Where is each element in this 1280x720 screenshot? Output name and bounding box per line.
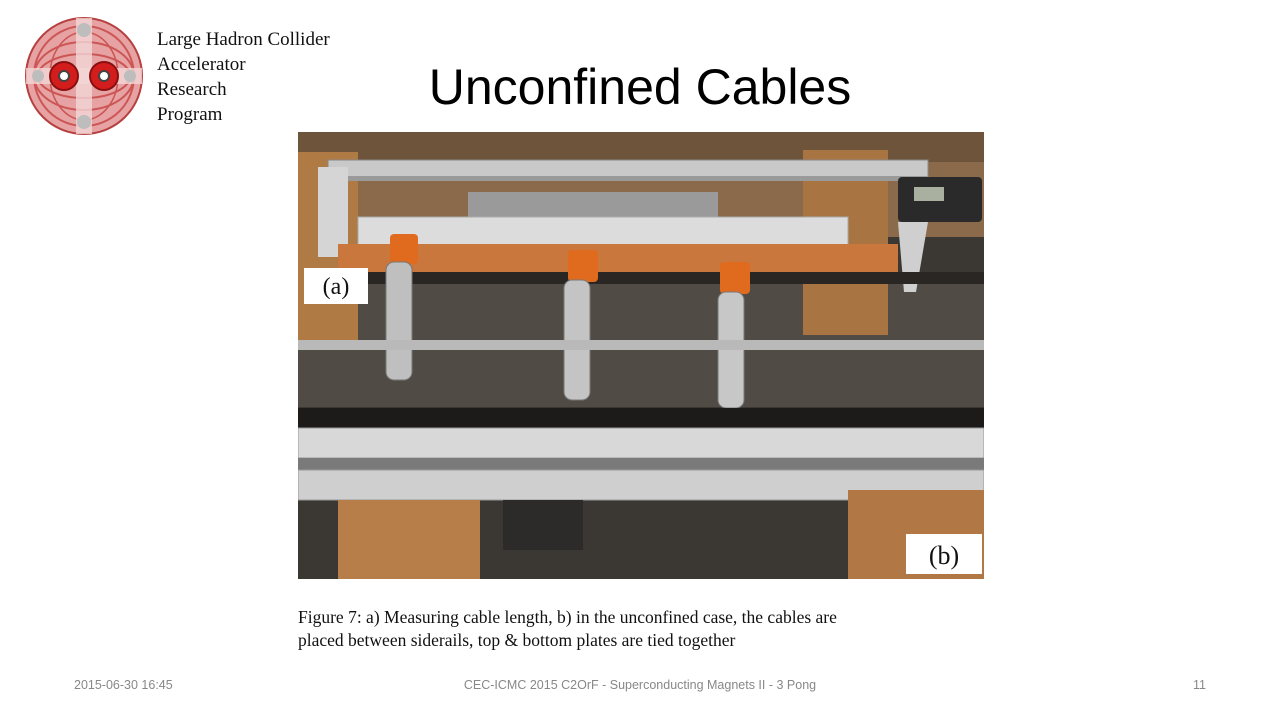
footer-date: 2015-06-30 16:45 — [74, 678, 173, 692]
org-line: Research — [157, 79, 227, 100]
footer-conference: CEC-ICMC 2015 C2OrF - Superconducting Ma… — [463, 678, 817, 692]
org-line: Large Hadron Collider — [157, 29, 330, 50]
photo-illustration: (a) (b) — [298, 132, 984, 579]
organization-name: Large Hadron Collider Accelerator Resear… — [157, 27, 330, 127]
cable-photo: (a) (b) — [298, 132, 984, 579]
slide-number: 11 — [1193, 678, 1206, 692]
figure-label-b: (b) — [929, 541, 959, 570]
org-line: Program — [157, 104, 223, 125]
figure-caption: Figure 7: a) Measuring cable length, b) … — [298, 606, 988, 652]
caption-line: Figure 7: a) Measuring cable length, b) … — [298, 607, 837, 627]
lhc-arp-logo — [24, 16, 144, 136]
logo-graphic — [25, 17, 143, 135]
figure-label-a: (a) — [323, 274, 350, 300]
slide-title: Unconfined Cables — [428, 59, 852, 115]
caption-line: placed between siderails, top & bottom p… — [298, 630, 736, 650]
org-line: Accelerator — [157, 54, 246, 75]
